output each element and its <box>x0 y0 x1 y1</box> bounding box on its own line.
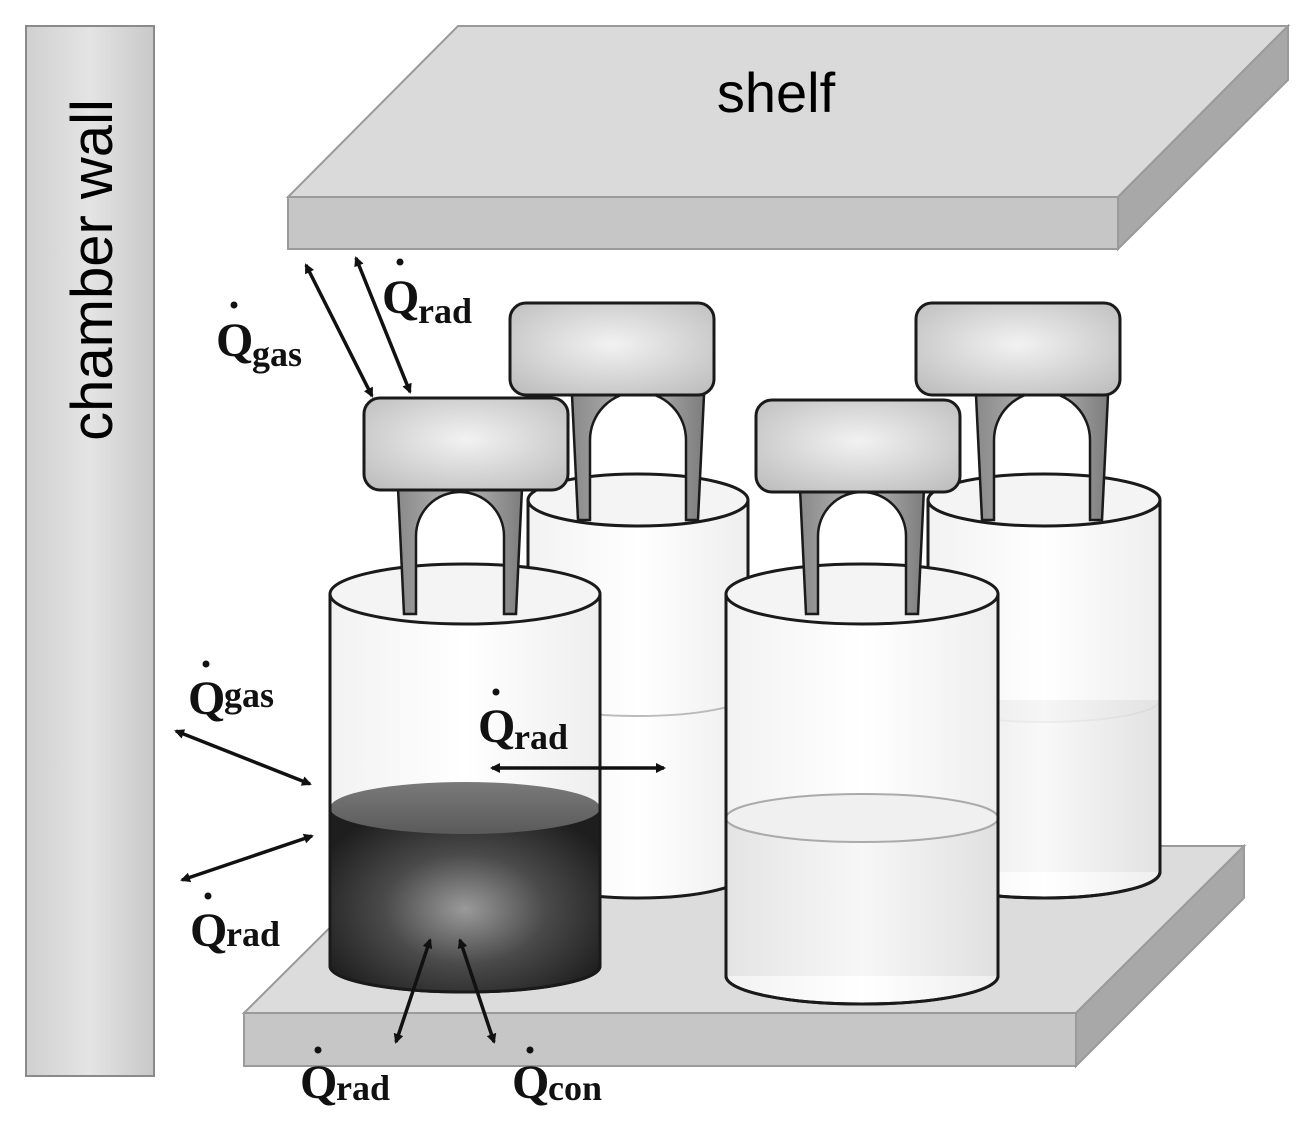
vial-front-right-crimp <box>754 398 962 616</box>
shelf-label: shelf <box>717 61 836 124</box>
label-top-gas: Q gas <box>216 301 302 374</box>
svg-text:Q: Q <box>216 314 253 367</box>
label-side-rad: Q rad <box>190 892 280 957</box>
svg-text:Q: Q <box>478 700 515 753</box>
label-side-gas: Q gas <box>188 660 274 725</box>
arrow-bottom-con <box>457 938 497 1044</box>
label-between-vials-rad: Q rad <box>478 688 568 757</box>
vial-back-left-crimp <box>508 301 716 522</box>
svg-text:rad: rad <box>418 291 472 331</box>
svg-text:gas: gas <box>252 334 302 374</box>
arrow-side-gas <box>174 729 312 786</box>
vial-back-right-crimp <box>914 301 1122 522</box>
svg-text:rad: rad <box>514 717 568 757</box>
label-bottom-con: Q con <box>512 1046 602 1109</box>
heat-flow-arrows <box>174 256 666 1044</box>
svg-text:con: con <box>548 1068 602 1108</box>
chamber-wall-label: chamber wall <box>60 99 125 441</box>
label-bottom-rad: Q rad <box>300 1046 390 1109</box>
svg-text:Q: Q <box>382 271 419 324</box>
svg-text:rad: rad <box>226 914 280 954</box>
svg-text:rad: rad <box>336 1068 390 1108</box>
svg-text:Q: Q <box>512 1056 549 1109</box>
chamber-wall: chamber wall <box>25 25 155 1077</box>
svg-text:gas: gas <box>224 675 274 715</box>
label-top-rad: Q rad <box>382 258 472 331</box>
svg-text:Q: Q <box>188 672 225 725</box>
arrow-bottom-rad <box>393 938 433 1044</box>
arrow-top-rad <box>354 256 412 394</box>
vial-front-left <box>328 396 602 994</box>
top-shelf: shelf <box>285 23 1291 252</box>
vial-front-left-crimp <box>362 396 570 616</box>
svg-text:Q: Q <box>190 904 227 957</box>
svg-text:Q: Q <box>300 1056 337 1109</box>
arrow-side-rad <box>180 833 314 883</box>
arrow-top-gas <box>304 263 374 398</box>
vial-front-right <box>724 398 1000 1006</box>
